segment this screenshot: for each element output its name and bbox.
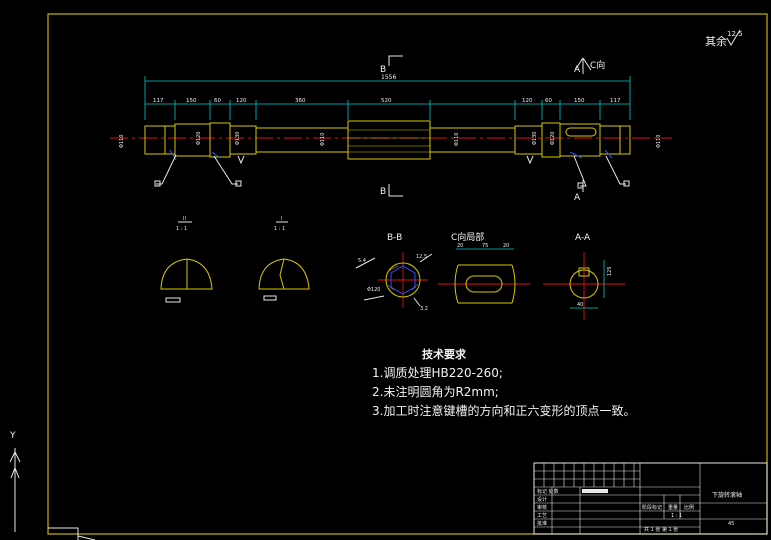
technical-requirements-title: 技术要求: [422, 348, 466, 361]
phi-body-left: Φ110: [320, 133, 326, 146]
dim-seg-2: 150: [186, 98, 197, 104]
phi-right-journal: Φ120: [550, 132, 556, 145]
title-block: 标记 处数 设计 审核 工艺 批准 阶段标记 重量 比例 1 : 1 共 1 张…: [533, 462, 768, 535]
shaft-outline: [144, 120, 631, 160]
requirement-item-2: 2.未注明圆角为R2mm;: [372, 385, 499, 399]
overall-length-dim: 1556: [381, 74, 396, 81]
title-block-part-name: 下旋转滚轴: [712, 491, 742, 499]
svg-text:设计: 设计: [537, 496, 547, 503]
keyway-slot: [565, 127, 597, 137]
svg-text:比例: 比例: [684, 504, 694, 511]
svg-text:40: 40: [577, 302, 583, 308]
svg-text:75: 75: [482, 243, 488, 249]
technical-requirements: 技术要求 1.调质处理HB220-260; 2.未注明圆角为R2mm; 3.加工…: [372, 345, 635, 421]
svg-text:审核: 审核: [537, 504, 547, 511]
surface-finish-value: 12.5: [727, 30, 743, 38]
title-block-material: 45: [728, 521, 734, 527]
surface-finish-note: 其余 12.5: [705, 29, 743, 48]
section-marker-b-top: B: [380, 55, 403, 75]
svg-text:12.5: 12.5: [416, 254, 427, 260]
dim-seg-3: 60: [214, 98, 221, 104]
svg-text:20: 20: [457, 243, 463, 249]
dim-seg-8: 60: [545, 98, 552, 104]
dim-seg-5: 360: [295, 98, 306, 104]
phi-right-end: Φ110: [656, 135, 662, 148]
svg-text:I: I: [281, 216, 282, 222]
svg-text:II: II: [183, 216, 186, 222]
svg-text:1 : 1: 1 : 1: [176, 226, 187, 232]
svg-text:Y: Y: [9, 431, 16, 441]
dim-seg-7: 120: [522, 98, 533, 104]
svg-text:工艺: 工艺: [537, 513, 547, 519]
svg-text:B-B: B-B: [387, 233, 402, 243]
svg-text:Φ120: Φ120: [367, 287, 380, 293]
svg-text:20: 20: [503, 243, 509, 249]
title-block-sheet: 共 1 张 第 1 张: [644, 526, 678, 533]
requirement-item-3: 3.加工时注意键槽的方向和正六变形的顶点一致。: [372, 404, 636, 418]
view-c-detail: C向局部 20 75 20: [438, 231, 530, 304]
phi-left-journal: Φ120: [196, 132, 202, 145]
svg-text:阶段标记: 阶段标记: [642, 504, 662, 511]
svg-text:1 : 1: 1 : 1: [274, 226, 285, 232]
ucs-icon: Y: [9, 431, 96, 540]
svg-text:B: B: [380, 65, 386, 75]
svg-text:A-A: A-A: [575, 233, 591, 243]
surface-finish-label: 其余: [705, 34, 727, 48]
svg-text:C向局部: C向局部: [451, 231, 484, 243]
svg-text:125: 125: [607, 266, 613, 276]
dim-seg-4: 120: [236, 98, 247, 104]
phi-right-shoulder: Φ130: [532, 132, 538, 145]
phi-body-right: Φ110: [454, 133, 460, 146]
svg-text:3.2: 3.2: [420, 306, 428, 312]
svg-text:批准: 批准: [537, 520, 547, 527]
svg-text:5.4: 5.4: [358, 258, 366, 264]
view-c-label: C向: [590, 59, 605, 71]
svg-text:标记 处数: 标记 处数: [537, 488, 559, 495]
section-bb-view: B-B 5.4 12.5 Φ120 3.2: [355, 233, 433, 312]
sheet-border: [47, 13, 768, 535]
callout-leaders: [154, 149, 630, 189]
dim-seg-6: 520: [381, 98, 392, 104]
shaft-main-view: 1556 117 150 60 120 360 520 120 60 150 1…: [110, 55, 672, 203]
requirement-item-1: 1.调质处理HB220-260;: [372, 366, 503, 380]
dim-seg-9: 150: [574, 98, 585, 104]
detail-view-ii: II 1 : 1: [160, 216, 213, 303]
dim-seg-1: 117: [153, 98, 164, 104]
section-marker-a-top: A C向: [574, 57, 605, 75]
svg-text:A: A: [574, 65, 581, 75]
phi-left-shoulder: Φ130: [235, 132, 241, 145]
detail-view-i: I 1 : 1: [258, 216, 310, 301]
section-marker-b-bottom: B: [380, 184, 403, 197]
title-block-scale: 1 : 1: [671, 513, 682, 519]
phi-left-end: Φ110: [119, 135, 125, 148]
svg-text:B: B: [380, 187, 386, 197]
svg-text:A: A: [574, 193, 581, 203]
dim-seg-10: 117: [610, 98, 621, 104]
svg-text:重量: 重量: [668, 504, 678, 511]
section-aa-view: A-A 125 40: [543, 233, 625, 320]
